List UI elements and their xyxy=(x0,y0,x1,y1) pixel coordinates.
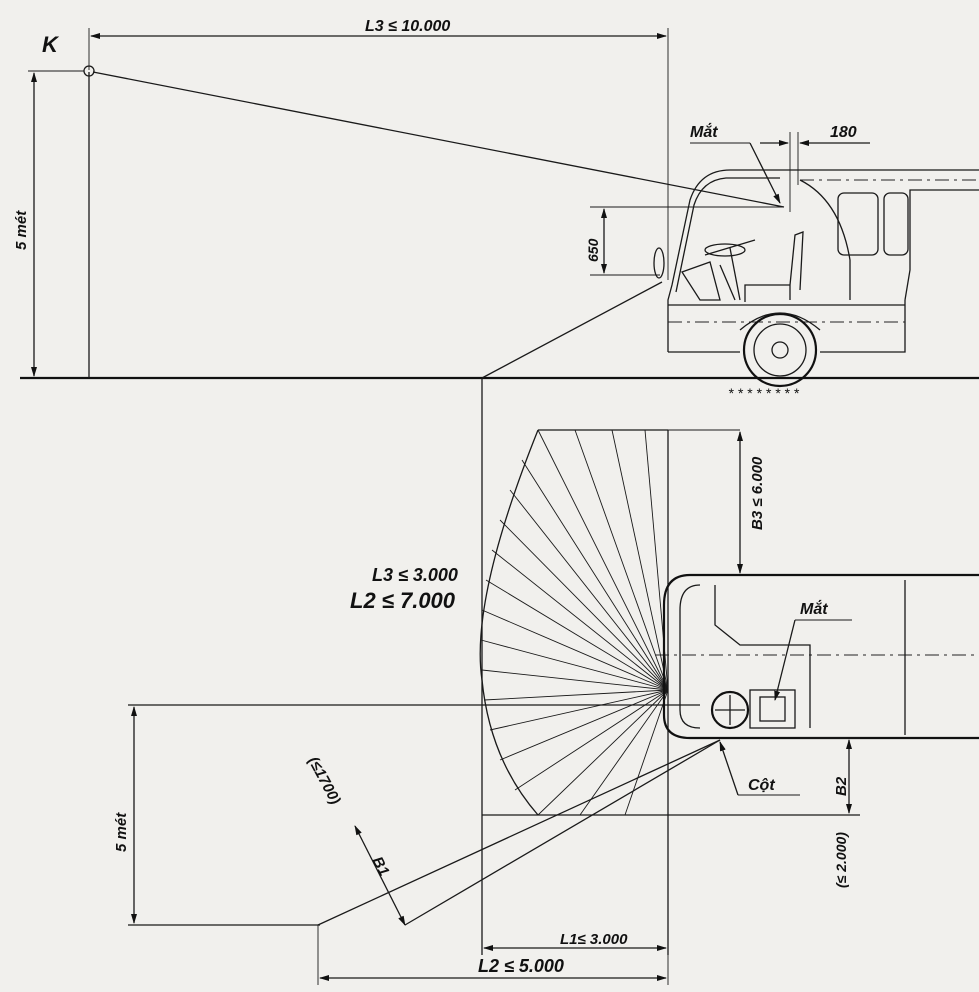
bus-top-outline xyxy=(662,573,979,740)
eye-leader xyxy=(749,142,781,204)
b3-label: B3 ≤ 6.000 xyxy=(749,456,766,530)
point-k-label: K xyxy=(42,32,60,57)
bus-door-curve xyxy=(799,179,851,300)
bus-outline-top xyxy=(667,169,979,352)
l2-note: L2 ≤ 7.000 xyxy=(350,588,456,613)
height-label: 5 mét xyxy=(13,210,30,250)
zone-arc xyxy=(479,429,539,816)
wheel-arch xyxy=(739,312,821,331)
bus-windshield xyxy=(675,177,780,293)
steering-spokes xyxy=(715,695,745,725)
l1-label: L1≤ 3.000 xyxy=(560,931,628,948)
b2-limit-label: (≤ 2.000) xyxy=(833,832,849,888)
eye-label-side: Mắt xyxy=(690,122,718,141)
l2-label: L2 ≤ 5.000 xyxy=(478,956,564,976)
top-view: B3 ≤ 6.000 L3 ≤ 3.000 L2 ≤ 7.000 Mắt Cột… xyxy=(113,378,979,985)
bus-side-window-2 xyxy=(883,192,909,256)
bus-top-dash xyxy=(714,585,811,728)
sight-line-k xyxy=(92,71,785,208)
wheel-rim xyxy=(753,323,807,377)
pillar-label: Cột xyxy=(748,777,775,794)
pillar-leader xyxy=(719,741,739,796)
eye-label-top: Mắt xyxy=(800,599,828,618)
bus-top-front xyxy=(679,584,701,729)
eye-top-leader xyxy=(774,619,796,701)
driver-seat-top xyxy=(749,689,796,729)
steering-wheel-top xyxy=(710,690,750,730)
pillar-sight-2 xyxy=(404,739,721,926)
ground-hatch: * * * * * * * * xyxy=(728,385,799,401)
bus-rear-frame xyxy=(904,189,979,301)
side-view: * * * * * * * * K 5 mét L3 ≤ 10.000 650 … xyxy=(13,18,979,401)
sight-ray-fan xyxy=(480,429,669,816)
b1-limit-label: (≤1700) xyxy=(304,754,343,808)
eye-height-label: 650 xyxy=(585,238,601,262)
l3-top-label: L3 ≤ 10.000 xyxy=(365,18,450,35)
bus-side-window xyxy=(837,192,879,256)
dashboard xyxy=(681,261,721,301)
headlight xyxy=(653,247,665,279)
b1-dimension xyxy=(354,825,406,926)
b2-label: B2 xyxy=(833,776,850,796)
bus-side-illustration xyxy=(653,169,979,388)
sight-line-ground xyxy=(481,281,663,379)
pillar-sight-1 xyxy=(317,739,721,926)
bus-top-illustration xyxy=(662,573,979,740)
steering-column xyxy=(704,239,756,301)
offset-label: 180 xyxy=(830,124,857,141)
driver-seat xyxy=(744,231,804,302)
wheel-hub xyxy=(771,341,789,359)
wheel-outer xyxy=(742,312,818,388)
driver-seat-cushion xyxy=(759,696,786,722)
top-height-label: 5 mét xyxy=(113,812,130,852)
b1-label: B1 xyxy=(368,854,392,879)
l3-note: L3 ≤ 3.000 xyxy=(372,565,458,585)
bus-outline-bottom xyxy=(668,300,906,353)
steering-wheel-side xyxy=(704,243,746,257)
